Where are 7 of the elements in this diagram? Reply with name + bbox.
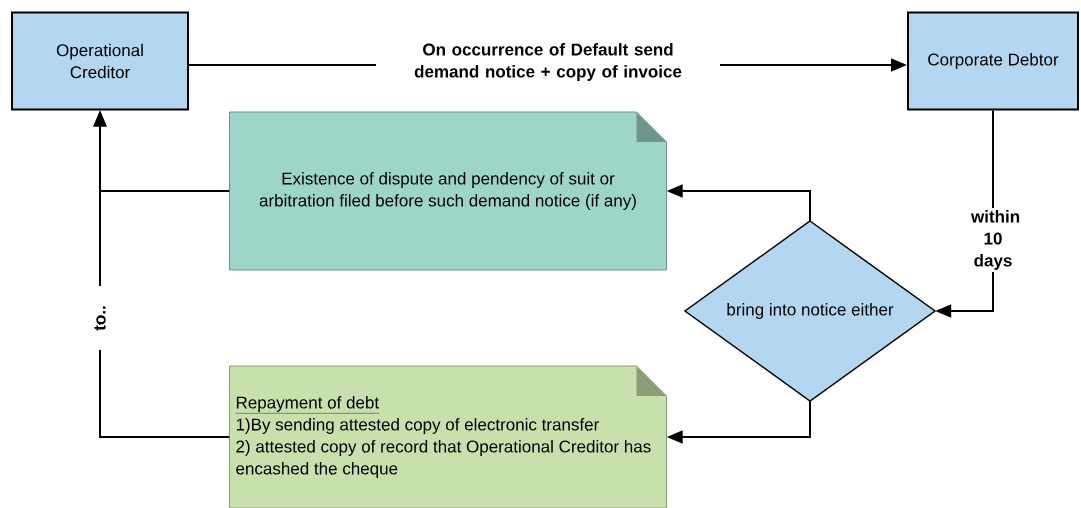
process-box: Operational Creditor bbox=[11, 11, 189, 111]
edge-label: within 10 days bbox=[969, 208, 1020, 272]
edge-label: to.. bbox=[92, 286, 108, 350]
edge-label: On occurrence of Default send demand notice + copy of invoice bbox=[376, 41, 720, 83]
note-box: Existence of dispute and pendency of suit or arbitration filed before such demand notice (if any) bbox=[229, 111, 667, 271]
note-box: Repayment of debt 1)By sending attested copy of electronic transfer 2) attested copy of record that Operational Creditor has encashed the cheque bbox=[229, 365, 667, 508]
process-box: Corporate Debtor bbox=[907, 11, 1079, 111]
